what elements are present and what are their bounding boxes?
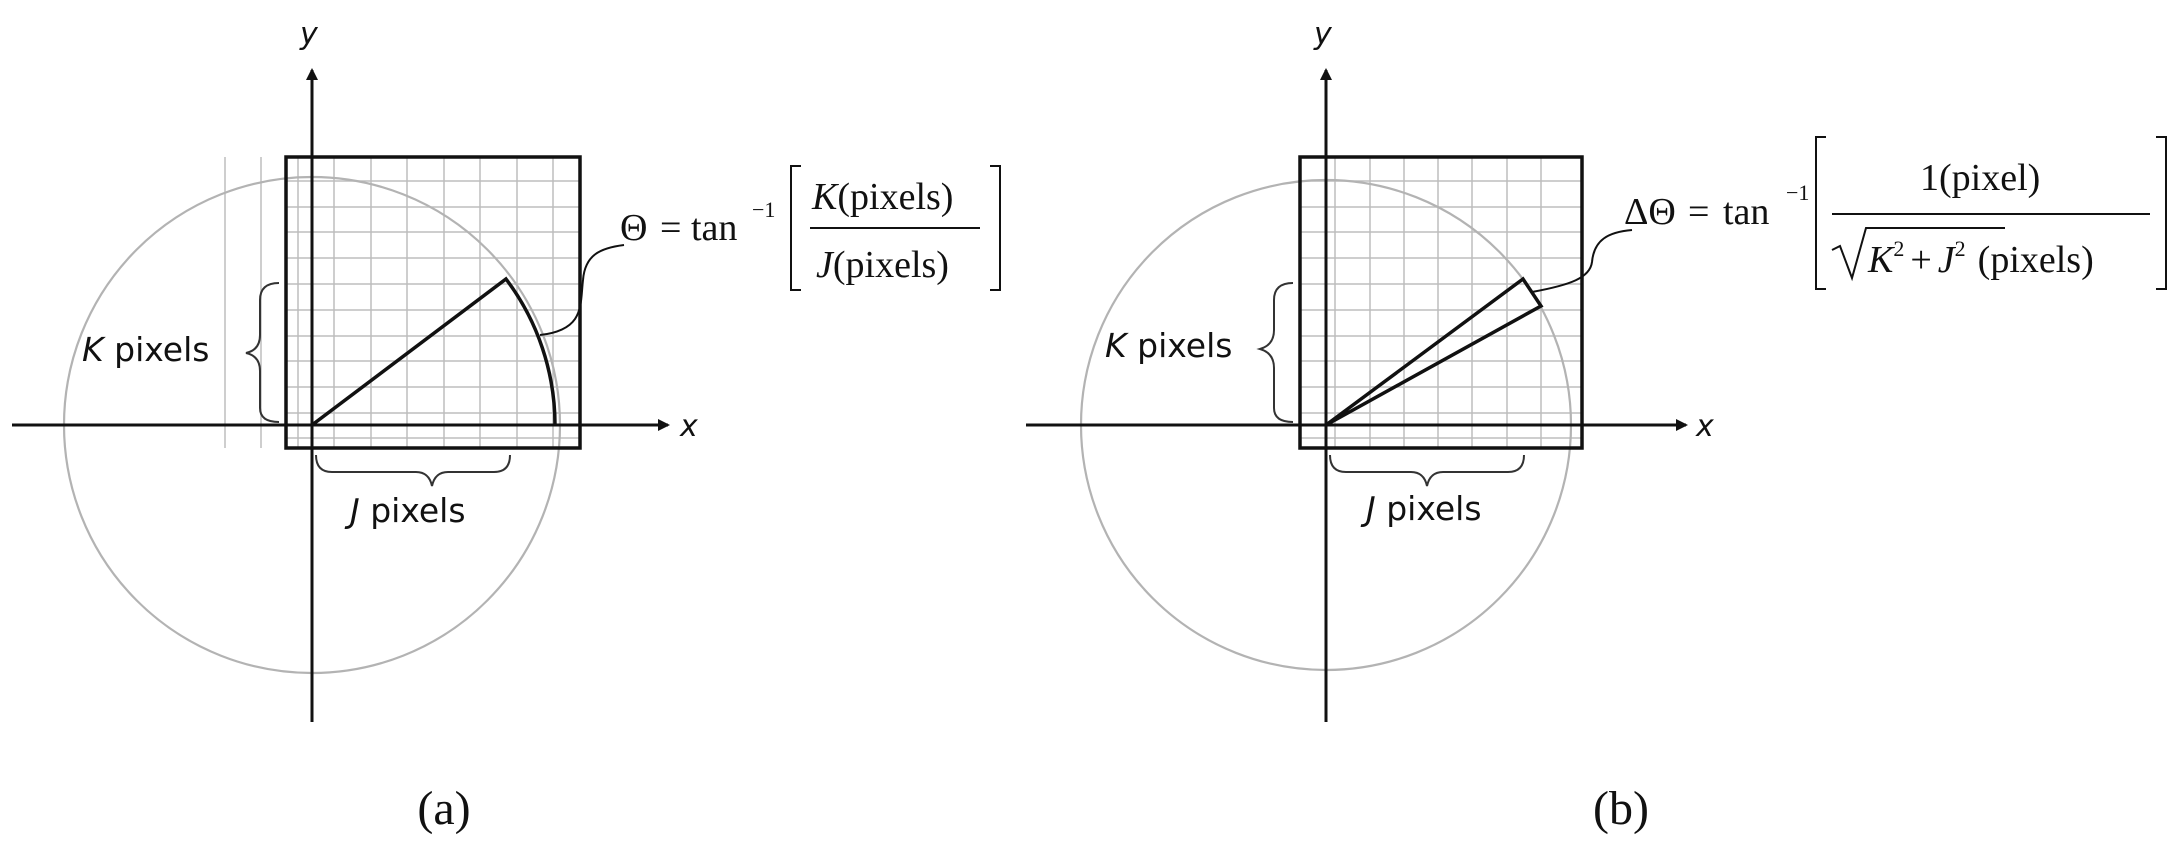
x-axis-label-a: x — [679, 409, 698, 444]
y-axis-label-a: y — [299, 17, 319, 52]
leader-line-b — [1531, 229, 1633, 293]
k-brace-a — [245, 282, 280, 423]
caption-a: (a) — [417, 782, 470, 835]
formula-numerator-a: K(pixels) — [811, 176, 953, 218]
formula-exp-b: −1 — [1786, 180, 1809, 205]
j-brace-a — [315, 454, 511, 487]
formula-fn-a: tan — [691, 207, 737, 249]
right-bracket-a — [990, 165, 1001, 291]
formula-fn-b: tan — [1723, 191, 1769, 233]
angle-sector-a — [310, 276, 557, 427]
y-axis-label-b: y — [1313, 17, 1333, 52]
formula-denominator-a: J(pixels) — [816, 244, 949, 286]
formula-eq-a: = — [660, 207, 681, 249]
j-pixels-label-a: J pixels — [344, 491, 466, 530]
formula-lhs-a: Θ — [620, 207, 647, 249]
panel-a: y x K pixels J pixels Θ = tan −1 K(pixel… — [12, 17, 1001, 835]
right-bracket-b — [2156, 136, 2167, 290]
j-pixels-label-b: J pixels — [1360, 489, 1482, 528]
formula-lhs-b: ΔΘ — [1624, 191, 1676, 233]
caption-b: (b) — [1593, 782, 1649, 835]
formula-numerator-b: 1(pixel) — [1920, 157, 2040, 199]
formula-denominator-b: K2+J2(pixels) — [1867, 236, 2094, 281]
theta-formula-a: Θ = tan −1 K(pixels) J(pixels) — [620, 165, 1001, 291]
leader-line-a — [539, 244, 625, 336]
grid-frame-b — [1298, 155, 1584, 450]
left-bracket-a — [790, 165, 801, 291]
formula-eq-b: = — [1688, 191, 1709, 233]
delta-sector-b — [1324, 276, 1544, 427]
k-pixels-label-b: K pixels — [1105, 326, 1232, 365]
formula-exp-a: −1 — [752, 197, 775, 222]
j-brace-b — [1329, 454, 1525, 487]
k-pixels-label-a: K pixels — [82, 330, 209, 369]
k-brace-b — [1256, 282, 1294, 423]
x-axis-label-b: x — [1695, 409, 1714, 444]
grid-frame-a — [284, 155, 582, 450]
delta-theta-formula-b: ΔΘ = tan −1 1(pixel) K2+J2(pixels) — [1624, 136, 2167, 290]
sqrt-sign-b — [1831, 227, 2005, 282]
panel-b: y x K pixels J pixels ΔΘ = tan −1 1(pixe… — [1026, 17, 2167, 835]
left-bracket-b — [1815, 136, 1826, 290]
